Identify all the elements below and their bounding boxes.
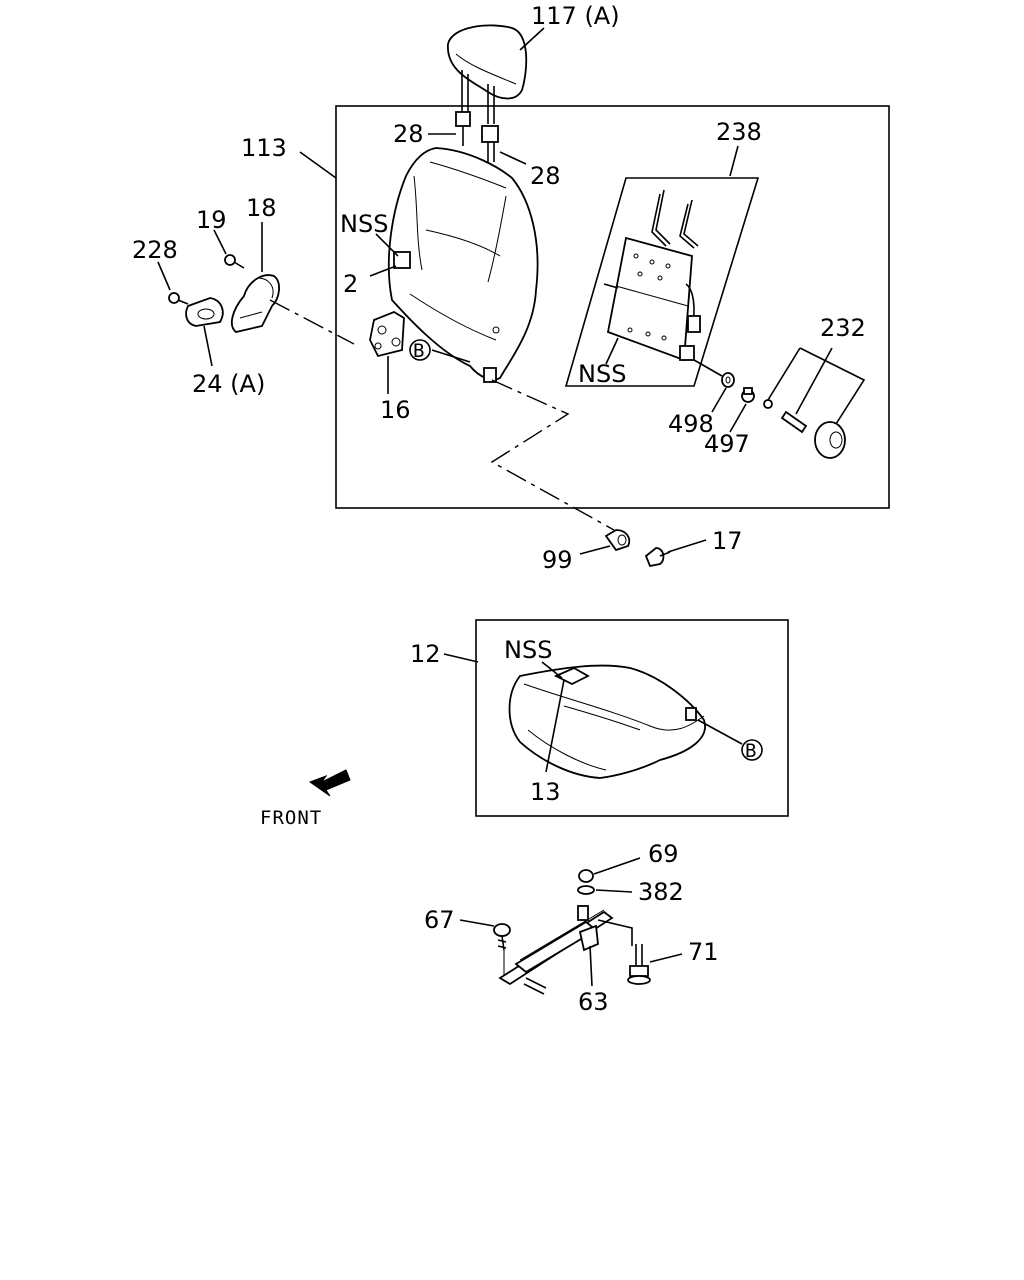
seatback-frame-box — [564, 177, 760, 387]
leader-nss-cushion — [541, 661, 563, 679]
leader-part-232-right — [799, 347, 866, 425]
label-guide-right: 28 — [530, 162, 561, 190]
screw-19[interactable] — [224, 254, 245, 269]
seatback-frame-assy[interactable] — [603, 189, 701, 362]
seat-cushion[interactable] — [508, 664, 706, 779]
leader-guide-right — [499, 151, 527, 165]
label-frame-238: 238 — [716, 118, 762, 146]
leader-frame-238 — [729, 145, 739, 177]
leader-part-63 — [589, 945, 593, 987]
leader-cushion-12 — [443, 653, 479, 663]
washer-382[interactable] — [577, 885, 595, 895]
label-part-19: 19 — [196, 206, 227, 234]
leader-part-2 — [369, 265, 397, 277]
recliner-bracket[interactable] — [369, 310, 405, 358]
label-part-67: 67 — [424, 906, 455, 934]
bolt-17[interactable] — [644, 547, 671, 568]
label-part-63: 63 — [578, 988, 609, 1016]
alignment-line-lever — [269, 299, 355, 345]
leader-part-497 — [729, 403, 747, 433]
front-arrow-icon — [308, 769, 351, 797]
label-part-17: 17 — [712, 527, 743, 555]
alignment-line-hinge — [490, 379, 615, 531]
cushion-group-frame — [475, 619, 789, 817]
screw-228[interactable] — [168, 292, 189, 305]
nut-69[interactable] — [578, 869, 594, 883]
leader-part-67 — [459, 919, 495, 927]
leader-marker-b-cushion — [697, 719, 743, 745]
label-part-69: 69 — [648, 840, 679, 868]
leader-nss-frame — [605, 337, 619, 365]
label-part-13: 13 — [530, 778, 561, 806]
label-part-99: 99 — [542, 546, 573, 574]
label-part-228: 228 — [132, 236, 178, 264]
marker-b-back: B — [413, 340, 425, 362]
label-part-24a: 24 (A) — [192, 370, 265, 398]
leader-nss-back — [375, 233, 399, 257]
marker-b-back-circle — [409, 339, 431, 361]
seatback-group-frame — [335, 105, 890, 509]
label-part-497: 497 — [704, 430, 750, 458]
leader-part-498 — [711, 387, 727, 413]
bushing-99[interactable] — [604, 529, 631, 552]
knob-set-232[interactable] — [763, 399, 846, 459]
label-front: FRONT — [260, 807, 322, 829]
label-seatback: 113 — [241, 134, 287, 162]
marker-b-cushion: B — [745, 740, 757, 762]
label-part-382: 382 — [638, 878, 684, 906]
leader-part-228 — [157, 261, 171, 291]
label-nss-back: NSS — [340, 210, 388, 238]
seatback-cushion[interactable] — [387, 147, 539, 383]
label-guide-left: 28 — [393, 120, 424, 148]
label-nss-cushion: NSS — [504, 636, 552, 664]
label-part-2: 2 — [343, 270, 358, 298]
leader-seatback — [299, 151, 337, 179]
leader-part-232-mid — [795, 347, 833, 415]
marker-b-cushion-circle — [741, 739, 763, 761]
frame-link-line — [693, 359, 723, 377]
leader-part-19 — [213, 229, 227, 255]
leader-part-71 — [649, 953, 683, 963]
leader-marker-b-back — [431, 349, 471, 363]
label-part-16: 16 — [380, 396, 411, 424]
leader-part-69 — [593, 857, 641, 875]
seat-adjuster-63[interactable] — [498, 905, 633, 995]
side-cover-24a[interactable] — [185, 297, 224, 327]
label-headrest: 117 (A) — [531, 2, 620, 30]
label-part-18: 18 — [246, 194, 277, 222]
leader-part-17 — [667, 539, 707, 553]
label-part-498: 498 — [668, 410, 714, 438]
recliner-lever[interactable] — [230, 274, 280, 333]
label-part-71: 71 — [688, 938, 719, 966]
leader-part-13 — [545, 679, 565, 773]
label-nss-frame: NSS — [578, 360, 626, 388]
headrest[interactable] — [447, 24, 528, 124]
leader-headrest — [519, 27, 545, 51]
bolt-71[interactable] — [627, 944, 651, 985]
leader-part-382 — [595, 889, 633, 893]
label-cushion-12: 12 — [410, 640, 441, 668]
leader-part-232-left — [767, 347, 801, 401]
leader-part-99 — [579, 545, 611, 555]
leader-part-24a — [203, 325, 213, 367]
bushing-497[interactable] — [741, 387, 755, 403]
washer-498[interactable] — [721, 372, 735, 388]
label-part-232: 232 — [820, 314, 866, 342]
bolt-67[interactable] — [493, 923, 511, 976]
